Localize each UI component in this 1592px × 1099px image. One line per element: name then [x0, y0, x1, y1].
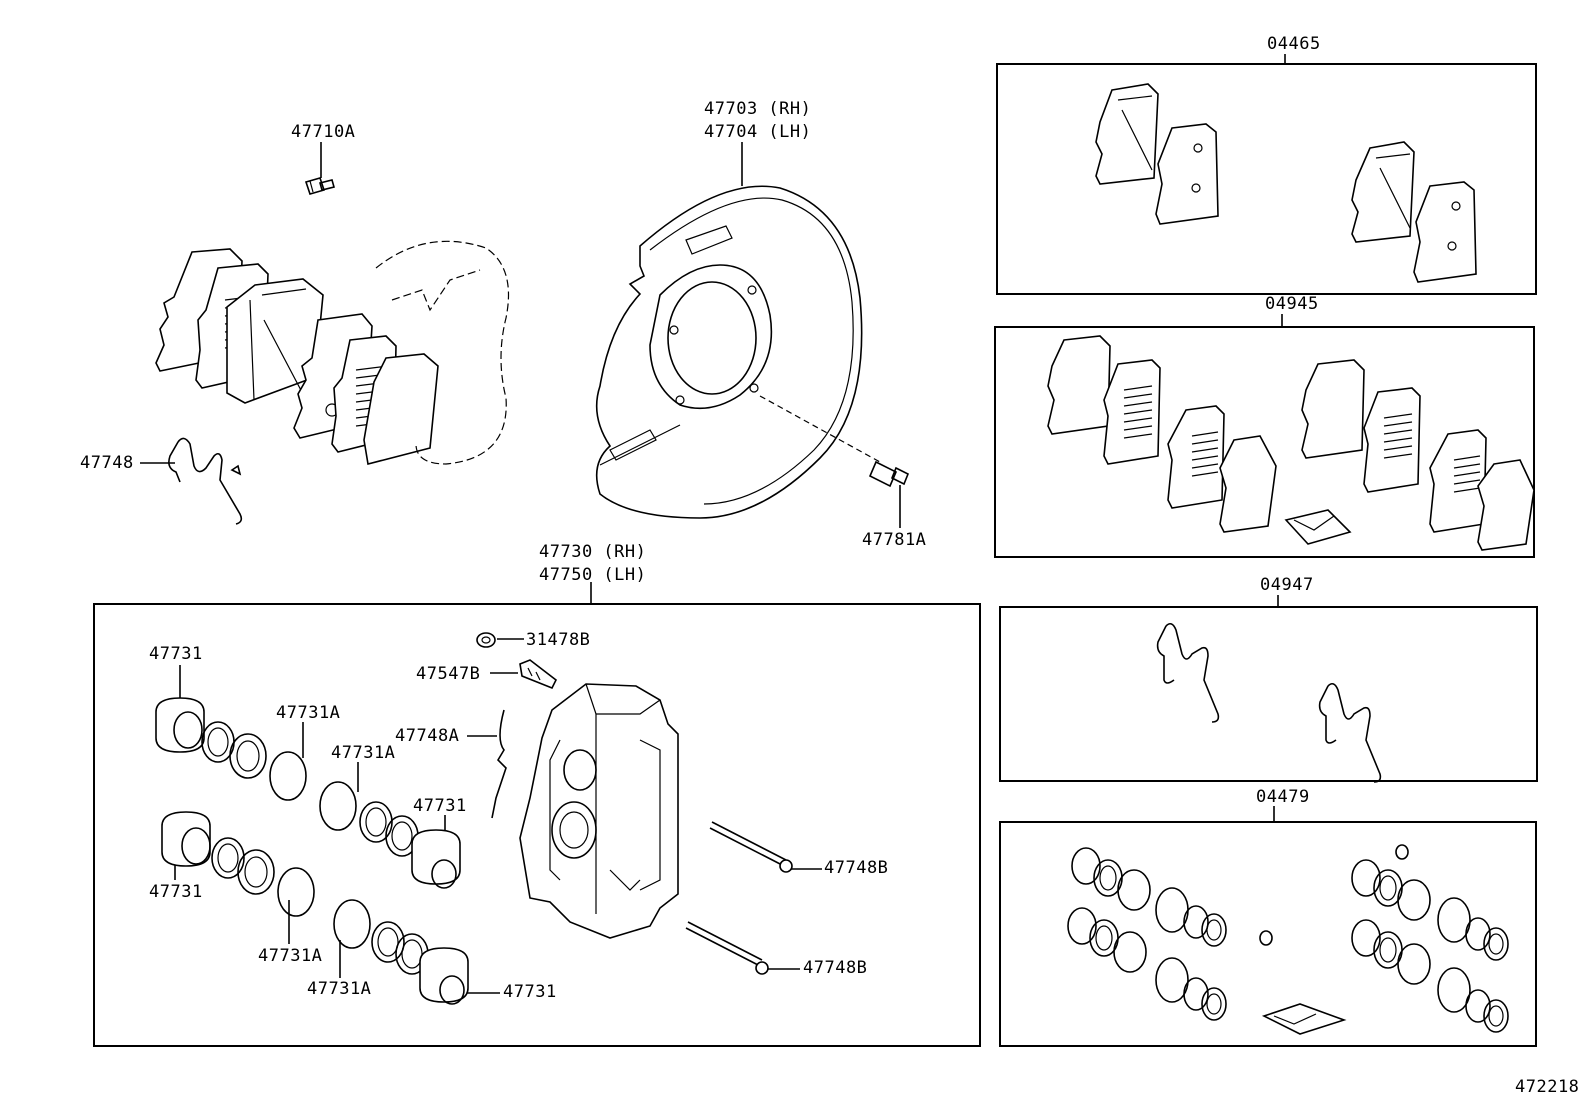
brake-caliper-47730-47750 — [519, 683, 679, 939]
spring-47748A — [491, 709, 507, 819]
label-47704-lh: 47704 (LH) — [704, 122, 811, 142]
piston-group-lower-left — [161, 811, 315, 917]
label-47710A: 47710A — [291, 122, 355, 142]
kit-04945-box — [994, 326, 1535, 558]
bolt-47781A — [868, 460, 910, 488]
brake-pad-set — [155, 240, 509, 465]
label-47750-lh: 47750 (LH) — [539, 565, 646, 585]
label-04479: 04479 — [1256, 787, 1310, 807]
label-47748: 47748 — [80, 453, 134, 473]
label-47731A-a: 47731A — [276, 703, 340, 723]
label-47731A-b: 47731A — [331, 743, 395, 763]
label-47731A-d: 47731A — [307, 979, 371, 999]
guide-pin-47748B-a — [709, 821, 793, 873]
kit-04945-shims — [1047, 335, 1535, 551]
piston-group-upper-left — [155, 697, 307, 801]
anti-squeal-spring-47748 — [168, 437, 243, 525]
bleeder-cap-31478B — [476, 632, 496, 648]
label-04465: 04465 — [1267, 34, 1321, 54]
label-47731-a: 47731 — [149, 644, 203, 664]
label-47731-b: 47731 — [413, 796, 467, 816]
dust-shield-47703-47704 — [595, 185, 881, 519]
guide-pin-47748B-b — [685, 921, 769, 975]
box-leaders — [590, 54, 1286, 822]
piston-group-upper-right — [319, 781, 461, 889]
label-47731A-c: 47731A — [258, 946, 322, 966]
label-47703-rh: 47703 (RH) — [704, 99, 811, 119]
bleeder-bolt-47710A — [304, 177, 335, 195]
label-47781A: 47781A — [862, 530, 926, 550]
caliper-assembly-box — [93, 603, 981, 1047]
kit-04465-pads — [1095, 83, 1477, 283]
kit-04479-seals — [1067, 844, 1509, 1035]
kit-04947-clips — [1156, 622, 1382, 783]
label-47730-rh: 47730 (RH) — [539, 542, 646, 562]
label-04947: 04947 — [1260, 575, 1314, 595]
kit-04947-box — [999, 606, 1538, 782]
label-47748A: 47748A — [395, 726, 459, 746]
bleeder-plug-47547B — [519, 659, 558, 690]
label-47748B-b: 47748B — [803, 958, 867, 978]
kit-04479-box — [999, 821, 1537, 1047]
label-47731-c: 47731 — [149, 882, 203, 902]
label-47731-d: 47731 — [503, 982, 557, 1002]
label-04945: 04945 — [1265, 294, 1319, 314]
label-figure-number: 472218 — [1515, 1077, 1579, 1097]
label-47547B: 47547B — [416, 664, 480, 684]
kit-04465-box — [996, 63, 1537, 295]
label-47748B-a: 47748B — [824, 858, 888, 878]
label-31478B: 31478B — [526, 630, 590, 650]
piston-group-lower-right — [333, 899, 469, 1005]
